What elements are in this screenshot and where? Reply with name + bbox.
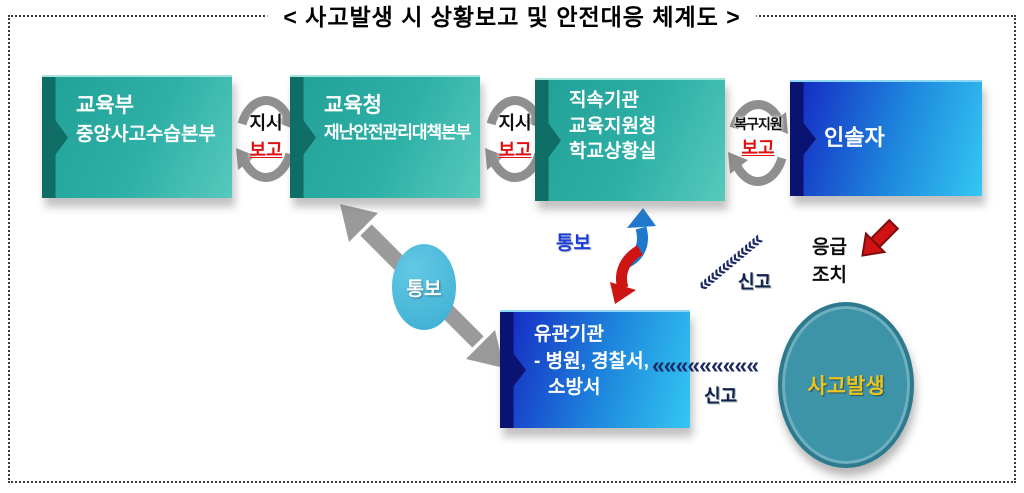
box-direct-agencies: 직속기관 교육지원청 학교상황실 [535, 78, 725, 201]
box-line: 교육지원청 [569, 115, 657, 137]
report-label-horizontal: 신고 [704, 386, 738, 406]
accident-circle: 사고발생 [778, 302, 914, 468]
accident-label: 사고발생 [807, 375, 885, 398]
box-related-organizations: 유관기관 - 병원, 경찰서, 소방서 [500, 310, 690, 428]
box-line: 중앙사고수습본부 [76, 124, 216, 146]
box-ministry-education: 교육부 중앙사고수습본부 [42, 75, 232, 198]
box-line: 학교상황실 [569, 141, 657, 163]
instruction-label: 지시 [249, 113, 283, 133]
instruction-label: 지시 [498, 113, 532, 133]
box-line: 직속기관 [569, 90, 639, 111]
emergency-measures-label: 응급 조치 [812, 237, 847, 286]
notify-ellipse: 통보 [392, 244, 456, 330]
notify-twist-arrow-icon [610, 208, 656, 304]
red-arrow-icon [861, 218, 900, 257]
box-line: 교육청 [324, 94, 382, 117]
diagram-title: < 사고발생 시 상황보고 및 안전대응 체계도 > [267, 0, 757, 32]
box-line: 재난안전관리대책본부 [324, 123, 471, 143]
cycle-arrow-icon [728, 99, 788, 187]
recovery-support-label: 복구지원 [734, 116, 783, 132]
report-label: 보고 [249, 140, 283, 160]
box-line: 교육부 [76, 94, 134, 117]
report-label: 보고 [498, 140, 532, 160]
box-group-leader: 인솔자 [790, 80, 982, 196]
box-line: - 병원, 경찰서, [534, 350, 649, 372]
chevron-arrow-left-icon: ««««««««« [652, 352, 759, 378]
box-education-office: 교육청 재난안전관리대책본부 [290, 75, 480, 198]
report-label-diagonal: 신고 [738, 272, 772, 292]
notify-label: 통보 [406, 278, 442, 300]
box-line: 유관기관 [534, 324, 604, 345]
box-line: 소방서 [548, 377, 601, 399]
cycle-arrow-3: 복구지원 보고 [722, 92, 794, 194]
report-label: 보고 [741, 138, 775, 158]
notify-label-blue: 통보 [556, 233, 591, 254]
box-line: 인솔자 [824, 125, 885, 150]
